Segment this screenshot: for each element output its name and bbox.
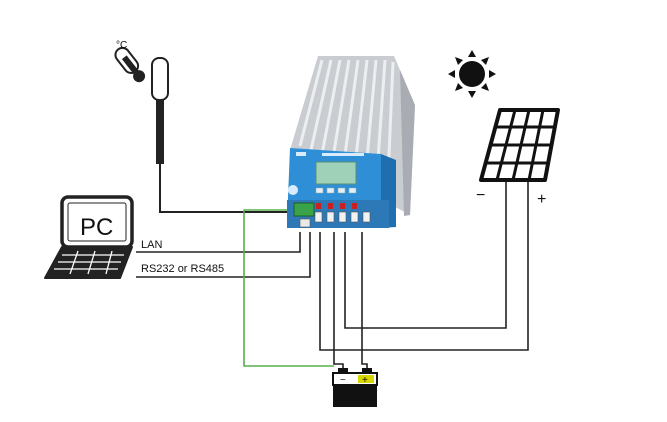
ground-wire <box>243 209 334 367</box>
wires <box>136 105 529 372</box>
temperature-unit-label: °C <box>116 40 127 51</box>
pc-label: PC <box>80 214 113 241</box>
lan-label: LAN <box>141 239 162 251</box>
laptop-icon: PC <box>44 195 134 279</box>
battery-minus-label: − <box>340 375 346 386</box>
temperature-probe <box>151 57 169 164</box>
rs-cable <box>136 232 311 278</box>
sun-icon <box>448 50 496 98</box>
pv-negative-wire <box>344 182 507 329</box>
solar-panel-icon <box>479 108 560 182</box>
thermometer-icon: °C <box>114 40 146 83</box>
battery-negative-wire <box>333 232 344 372</box>
panel-plus-label: + <box>537 191 546 208</box>
mppt-charge-controller <box>287 56 415 228</box>
pv-positive-wire <box>319 182 529 351</box>
temp-sensor-cable <box>159 105 300 213</box>
battery-positive-wire <box>361 232 368 372</box>
panel-minus-label: − <box>476 187 485 204</box>
battery-plus-label: + <box>362 375 368 386</box>
battery-icon: − + <box>332 368 378 407</box>
lan-cable <box>136 232 301 253</box>
rs-label: RS232 or RS485 <box>141 263 224 275</box>
